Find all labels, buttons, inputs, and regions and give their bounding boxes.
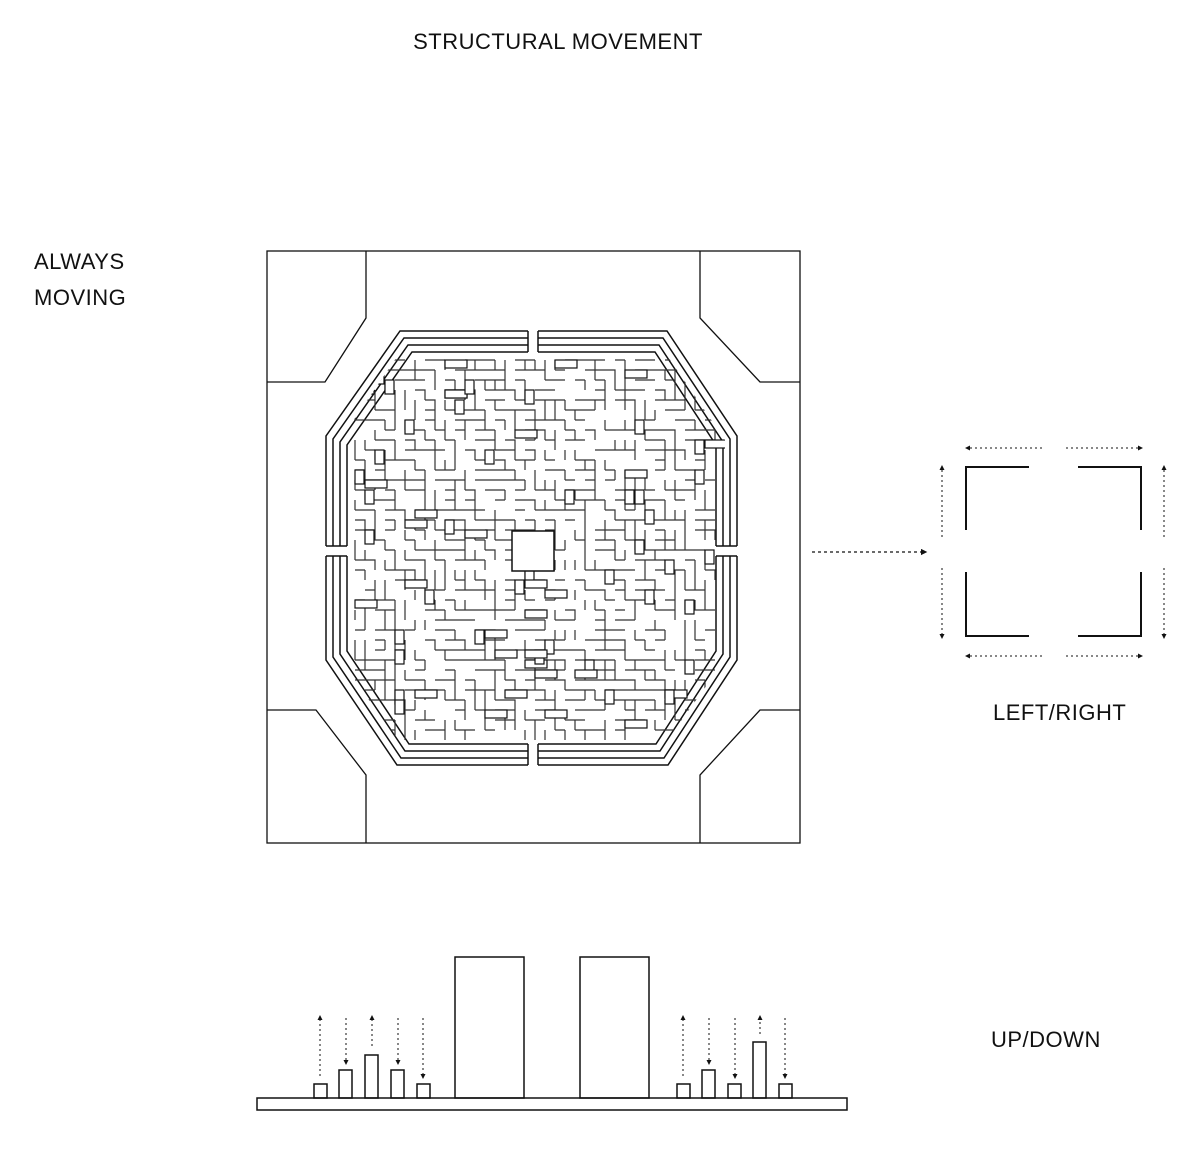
maze-block <box>524 579 548 589</box>
maze-block <box>704 549 715 565</box>
maze-block <box>534 669 558 679</box>
maze-block <box>444 359 468 369</box>
maze-block <box>444 389 468 399</box>
maze-block <box>524 389 535 405</box>
maze-block <box>464 379 475 395</box>
maze-block <box>474 629 485 645</box>
maze-block <box>544 589 568 599</box>
maze-block <box>604 569 615 585</box>
maze-block <box>544 709 568 719</box>
maze-block <box>624 469 648 479</box>
plan-square <box>266 250 801 844</box>
maze-block <box>514 429 538 439</box>
maze-block <box>364 489 375 505</box>
maze-block <box>694 469 705 485</box>
maze-block <box>394 629 405 645</box>
maze-block <box>554 359 578 369</box>
maze-block <box>414 689 438 699</box>
maze-block <box>644 509 655 525</box>
maze-block <box>394 699 405 715</box>
maze-block <box>364 529 375 545</box>
maze-block <box>644 589 655 605</box>
maze-block <box>404 579 428 589</box>
maze-block <box>404 519 428 529</box>
corner-pad-bottom-right <box>699 709 800 843</box>
corner-pad-bottom-left <box>267 709 367 843</box>
section-elevation <box>256 956 848 1111</box>
maze-block <box>494 649 518 659</box>
maze-block <box>504 689 528 699</box>
maze-interior <box>354 359 725 740</box>
left-right-label: LEFT/RIGHT <box>993 700 1127 725</box>
maze-block <box>634 489 645 505</box>
maze-block <box>394 649 405 665</box>
maze-block <box>574 669 598 679</box>
maze-block <box>524 609 548 619</box>
section-base-slab <box>256 1097 848 1111</box>
left-right-detail <box>939 445 1167 659</box>
maze-block <box>664 689 675 705</box>
maze-block <box>524 649 548 659</box>
maze-block <box>664 559 675 575</box>
maze-block <box>354 469 365 485</box>
maze-center-core <box>511 530 555 572</box>
maze-block <box>624 369 648 379</box>
maze-block <box>624 719 648 729</box>
maze-block <box>364 479 388 489</box>
corner-bracket-top-left <box>965 466 1029 530</box>
up-down-label: UP/DOWN <box>991 1027 1101 1052</box>
maze-block <box>624 489 635 505</box>
corner-bracket-bottom-right <box>1078 572 1142 637</box>
maze-block <box>704 439 725 449</box>
maze-block <box>694 439 705 455</box>
corner-bracket-top-right <box>1078 466 1142 530</box>
maze-block <box>634 419 645 435</box>
maze-block <box>414 509 438 519</box>
maze-block <box>484 629 508 639</box>
corner-pad-top-right <box>699 251 800 383</box>
section-movement-arrows <box>317 1015 788 1079</box>
maze-block <box>514 579 525 595</box>
maze-block <box>424 589 435 605</box>
maze-block <box>444 519 455 535</box>
maze-block <box>564 489 575 505</box>
diagram-title: STRUCTURAL MOVEMENT <box>413 29 703 54</box>
maze-block <box>464 529 488 539</box>
corner-pad-top-left <box>267 251 367 383</box>
maze-block <box>454 399 465 415</box>
section-tower-left <box>454 956 525 1099</box>
maze-block <box>544 639 555 655</box>
maze-block <box>684 599 695 615</box>
moving-label: MOVING <box>34 285 127 310</box>
maze-block <box>484 709 508 719</box>
always-label: ALWAYS <box>34 249 125 274</box>
maze-block <box>404 419 415 435</box>
maze-block <box>604 689 615 705</box>
maze-block <box>484 449 495 465</box>
maze-block <box>354 599 378 609</box>
corner-bracket-bottom-left <box>965 572 1029 637</box>
section-tower-right <box>579 956 650 1099</box>
maze-block <box>384 379 395 395</box>
maze-block <box>684 659 695 675</box>
maze-block <box>634 539 645 555</box>
maze-block <box>374 449 385 465</box>
